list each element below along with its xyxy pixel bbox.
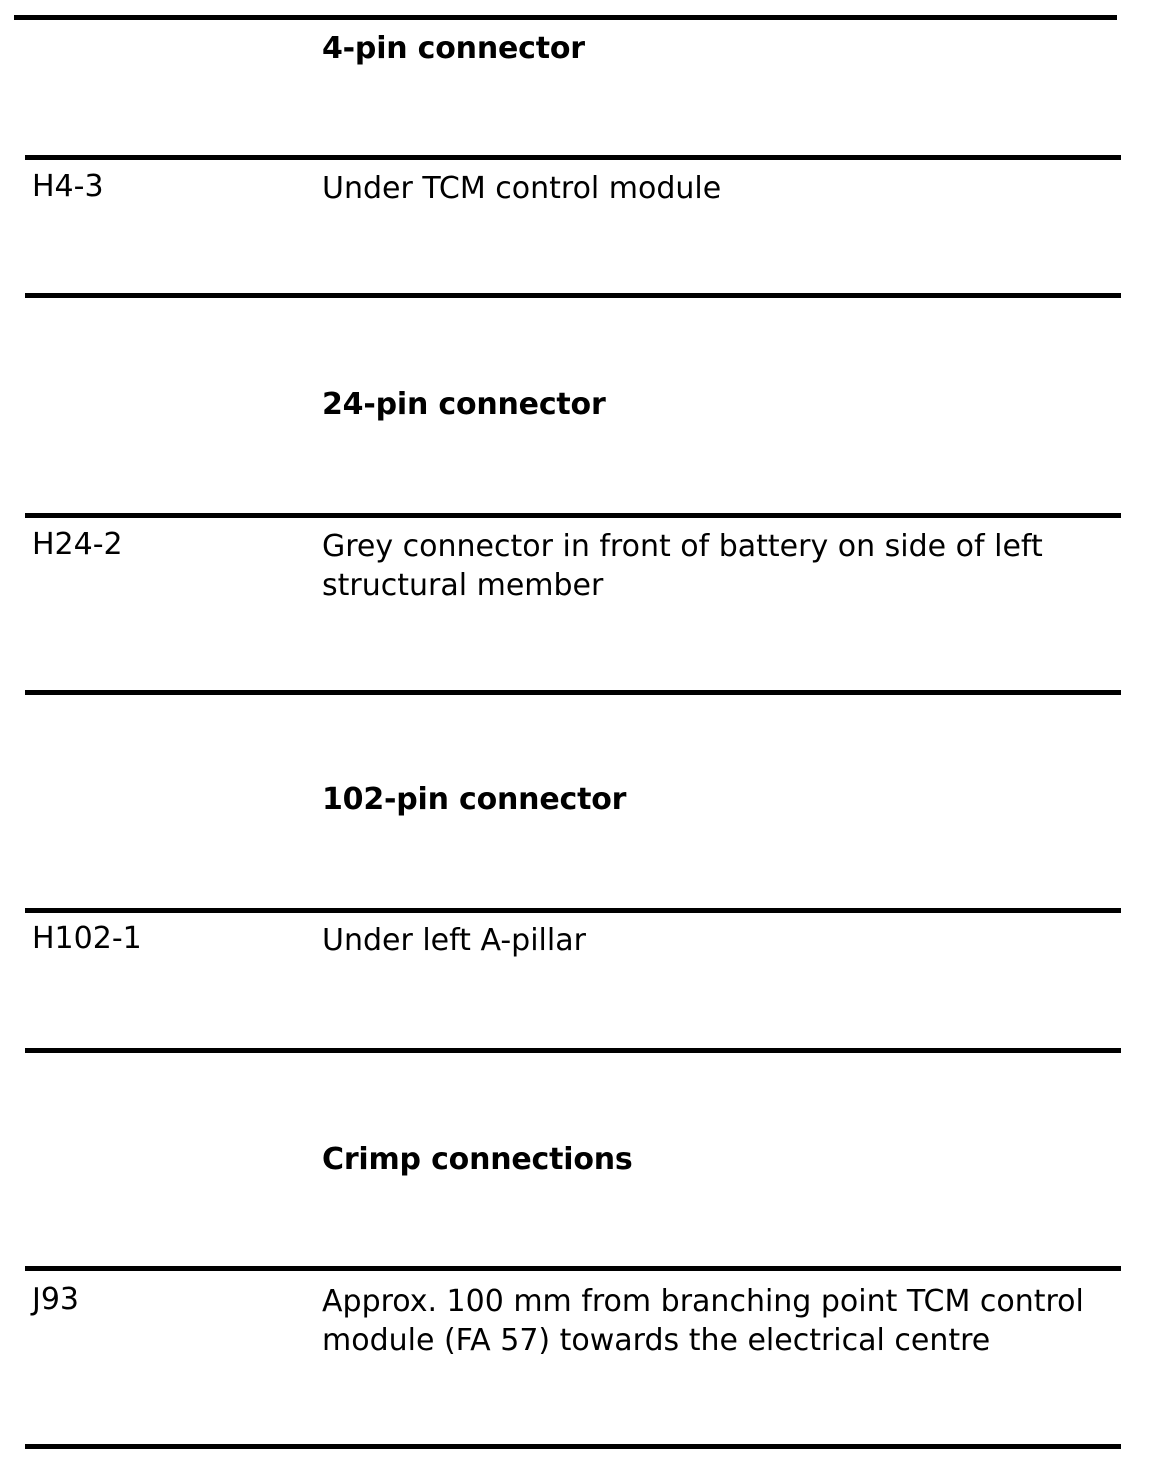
row-description-line: Under TCM control module <box>322 171 722 206</box>
horizontal-rule-section-3-top <box>25 908 1121 913</box>
row-code-j93: J93 <box>32 1282 80 1317</box>
row-description-h102-1: Under left A-pillar <box>322 921 1122 960</box>
horizontal-rule-section-4-top <box>25 1266 1121 1271</box>
row-code-h102-1: H102-1 <box>32 921 142 956</box>
row-description-line: module (FA 57) towards the electrical ce… <box>322 1323 991 1358</box>
horizontal-rule-top <box>14 15 1117 20</box>
row-description-line: Approx. 100 mm from branching point TCM … <box>322 1284 1084 1319</box>
horizontal-rule-section-3-bottom <box>25 1048 1121 1053</box>
row-description-j93: Approx. 100 mm from branching point TCM … <box>322 1282 1122 1360</box>
section-heading-4-pin-connector: 4-pin connector <box>322 31 585 66</box>
horizontal-rule-section-1-top <box>25 155 1121 160</box>
horizontal-rule-bottom <box>25 1444 1121 1449</box>
row-code-h4-3: H4-3 <box>32 169 104 204</box>
section-heading-24-pin-connector: 24-pin connector <box>322 387 606 422</box>
row-code-h24-2: H24-2 <box>32 527 123 562</box>
row-description-line: Under left A-pillar <box>322 923 586 958</box>
row-description-line: structural member <box>322 568 604 603</box>
horizontal-rule-section-2-bottom <box>25 690 1121 695</box>
section-heading-crimp-connections: Crimp connections <box>322 1142 633 1177</box>
section-heading-102-pin-connector: 102-pin connector <box>322 782 627 817</box>
row-description-line: Grey connector in front of battery on si… <box>322 529 1043 564</box>
row-description-h24-2: Grey connector in front of battery on si… <box>322 527 1122 605</box>
row-description-h4-3: Under TCM control module <box>322 169 1122 208</box>
horizontal-rule-section-1-bottom <box>25 293 1121 298</box>
horizontal-rule-section-2-top <box>25 513 1121 518</box>
